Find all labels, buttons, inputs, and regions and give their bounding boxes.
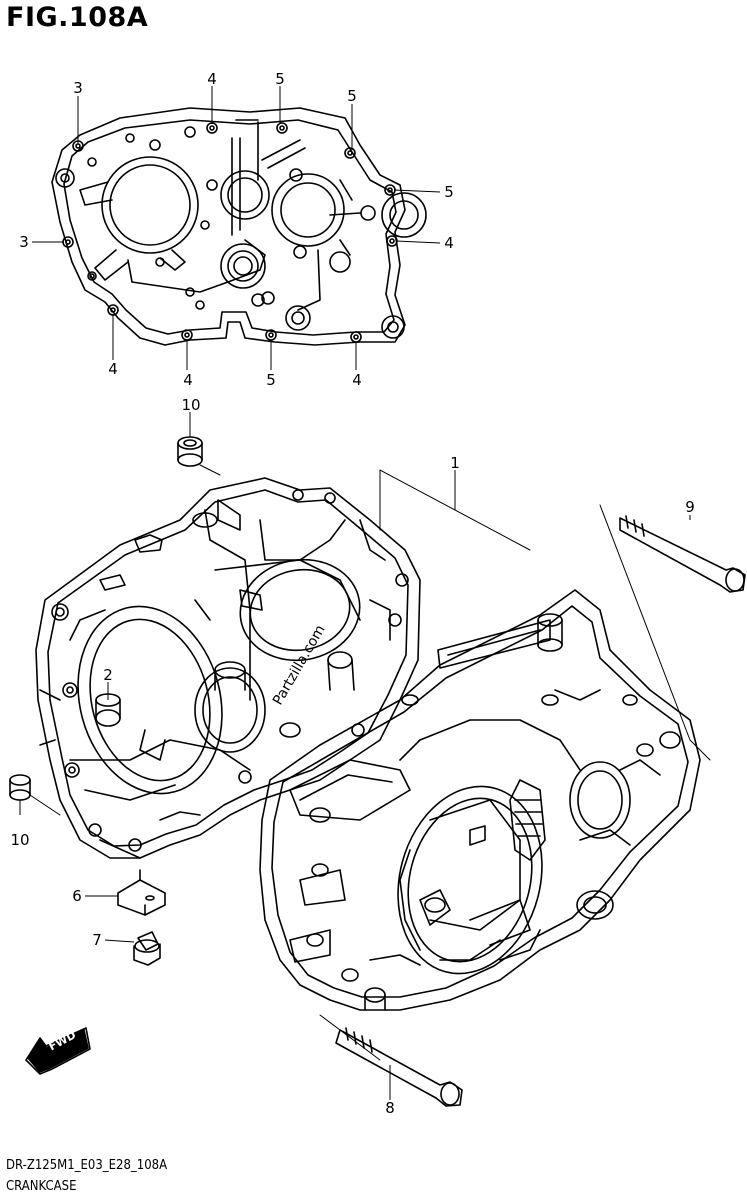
- leader-5c: [393, 189, 441, 193]
- callout-4: 4: [108, 360, 118, 378]
- callout-9: 9: [685, 498, 695, 516]
- right-crankcase-half: [259, 589, 701, 1011]
- callout-4: 4: [207, 70, 217, 88]
- fwd-arrow: [25, 1027, 91, 1075]
- dowel-10-top: [177, 436, 221, 476]
- callout-5: 5: [444, 183, 454, 201]
- left-crankcase-half: [35, 477, 421, 859]
- callout-4: 4: [444, 234, 454, 252]
- callout-10: 10: [10, 831, 29, 849]
- bolt-8: [319, 1014, 463, 1107]
- figure-caption: CRANKCASE: [6, 1179, 77, 1194]
- callout-3: 3: [73, 79, 83, 97]
- bolt-7: [133, 931, 161, 966]
- callout-6: 6: [72, 887, 82, 905]
- bolt-9: [599, 504, 746, 761]
- callout-4: 4: [352, 371, 362, 389]
- figure-title: FIG.108A: [6, 2, 149, 33]
- callout-2: 2: [103, 666, 113, 684]
- callout-5: 5: [266, 371, 276, 389]
- callout-4: 4: [183, 371, 193, 389]
- callout-1: 1: [450, 454, 460, 472]
- crankcase-face-view: [51, 107, 427, 346]
- callout-5: 5: [347, 87, 357, 105]
- bracket-6: [117, 869, 166, 916]
- callout-10: 10: [181, 396, 200, 414]
- callout-3: 3: [19, 233, 29, 251]
- figure-code: DR-Z125M1_E03_E28_108A: [6, 1158, 168, 1173]
- callout-7: 7: [92, 931, 102, 949]
- leader-7: [104, 939, 135, 943]
- callout-5: 5: [275, 70, 285, 88]
- leader-4b: [395, 240, 441, 244]
- callout-8: 8: [385, 1099, 395, 1117]
- dowel-10-left: [9, 774, 61, 816]
